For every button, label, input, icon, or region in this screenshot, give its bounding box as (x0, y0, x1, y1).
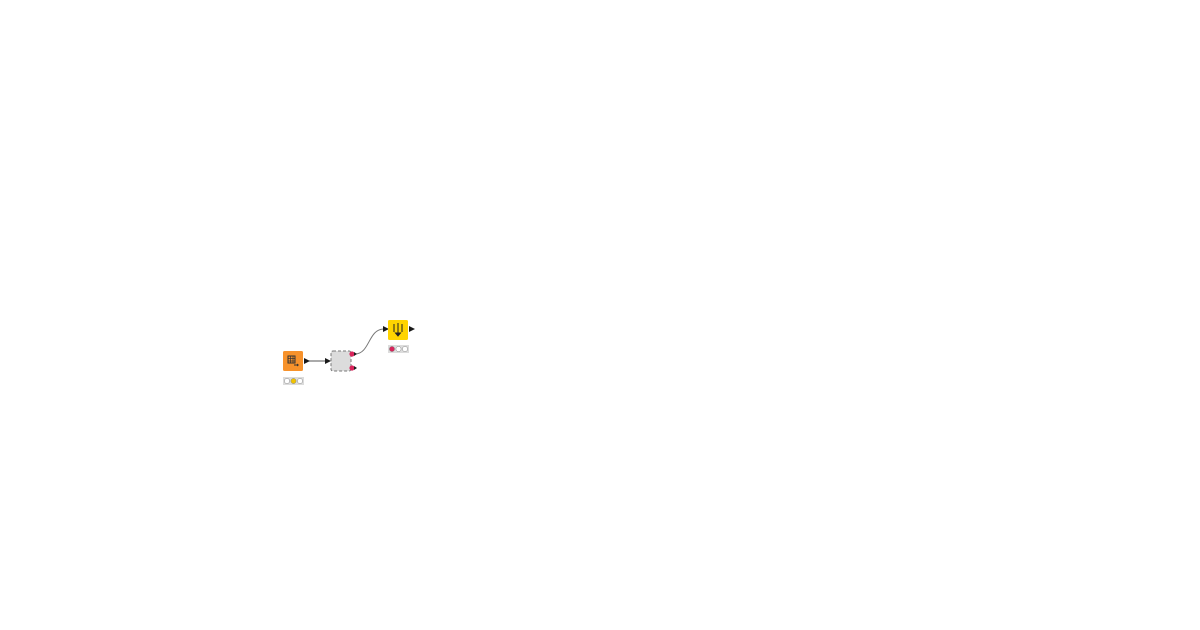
node-sorter[interactable] (383, 320, 415, 353)
status-traffic-light (283, 377, 304, 385)
sort-icon (393, 323, 403, 337)
input-port[interactable] (383, 326, 389, 332)
node-table-reader[interactable] (283, 351, 310, 385)
flow-variable-output-port[interactable] (349, 351, 357, 357)
input-port[interactable] (325, 358, 331, 364)
output-port[interactable] (409, 326, 415, 332)
output-port[interactable] (304, 358, 310, 364)
table-reader-icon (287, 355, 299, 367)
status-traffic-light (388, 345, 409, 353)
flow-variable-output-port[interactable] (349, 365, 357, 371)
connection-metanode-to-sorter[interactable] (354, 328, 385, 355)
metanode[interactable] (325, 350, 357, 372)
